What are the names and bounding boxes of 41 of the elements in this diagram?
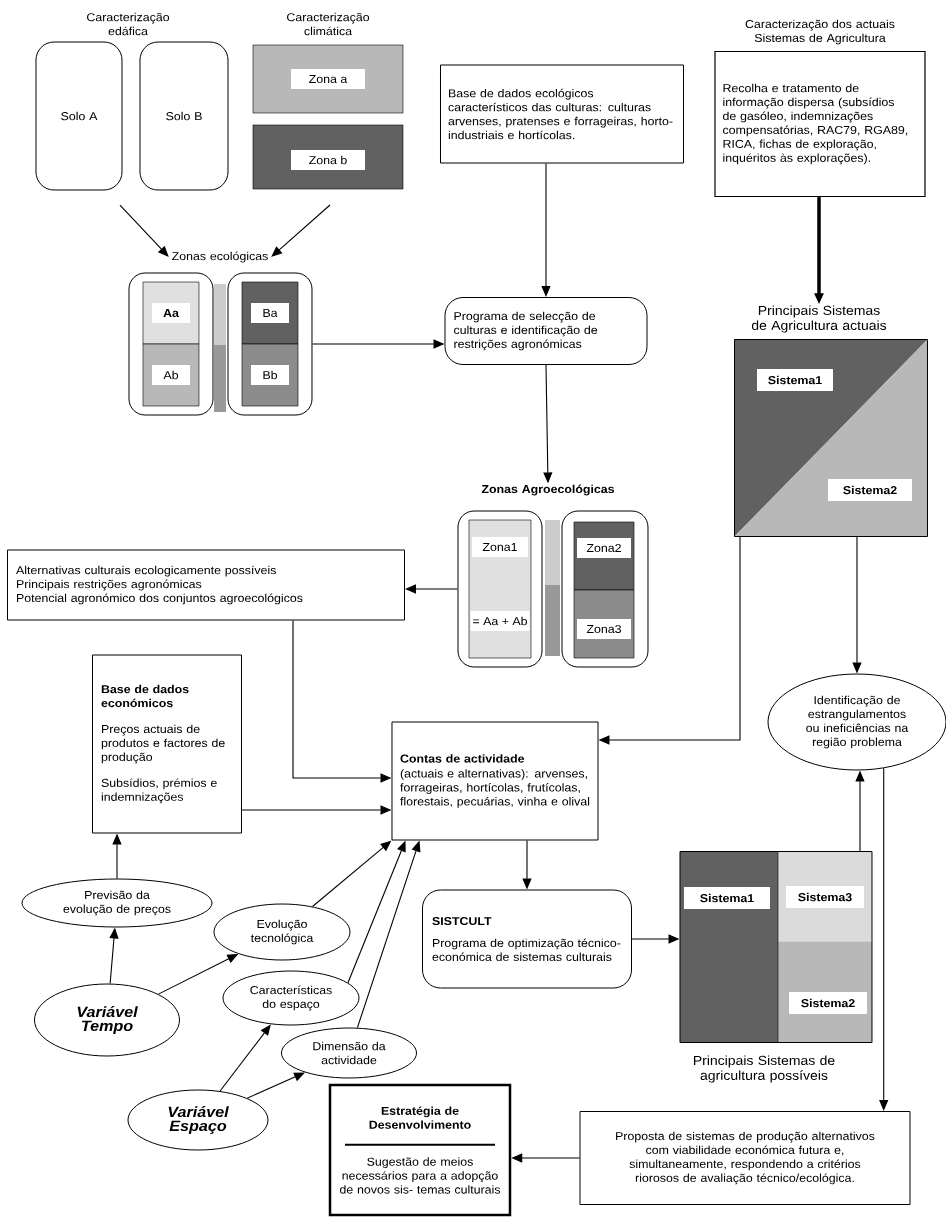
zone-box: Zona a <box>252 44 404 114</box>
database-box: Base de dados económicos Preços actuais de produtos e factores de produção Subsídios, prémios e indemnizações <box>92 654 242 834</box>
zone-box: Zona b <box>252 124 404 190</box>
system-label: Sistema2 <box>828 479 912 501</box>
info-box: Recolha e tratamento de informação dispersa (subsídios de gasóleo, indemnizações compensatórias, RAC79, RGA89, RICA, fichas de exploração, inquéritos às explorações). <box>714 50 926 198</box>
zone-cell: Ba <box>241 281 299 345</box>
zone-outline <box>561 510 649 668</box>
accounts-box: Contas de actividade (actuais e alternativas): arvenses, forrageiras, hortícolas, frutícolas, florestais, pecuárias, vinha e olival <box>391 721 599 841</box>
box-heading: Caracterização dos actuais Sistemas de Agricultura <box>745 19 895 45</box>
group-heading: Zonas ecológicas <box>172 251 268 263</box>
arrow <box>541 162 551 297</box>
system-label: Sistema3 <box>786 886 864 908</box>
zone-outline <box>128 272 214 416</box>
zone-outline <box>227 272 313 416</box>
soil-box: Solo B <box>139 41 229 191</box>
arrow <box>879 767 889 1111</box>
results-box: Alternativas culturais ecologicamente possíveis Principais restrições agronómicas Potencial agronómico dos conjuntos agroecológicos <box>7 549 405 621</box>
program-box: Programa de selecção de culturas e identificação de restrições agronómicas <box>444 297 648 365</box>
system-label: Sistema1 <box>757 369 833 391</box>
zone-cell: Bb <box>241 343 299 407</box>
system-label: Sistema1 <box>684 887 770 909</box>
soil-box: Solo A <box>35 41 123 191</box>
section-heading: Caracterização edáfica <box>87 12 170 36</box>
zone-cell: Zona3 <box>573 589 635 659</box>
arrow <box>271 204 331 257</box>
arrow <box>219 1024 271 1092</box>
proposal-box: Proposta de sistemas de produção alternativos com viabilidade económica futura e, simultaneamente, respondendo a critérios riorosos de avaliação técnico/ecológica. <box>579 1111 911 1205</box>
zone-cell: Zona2 <box>573 521 635 591</box>
zone-cell: Aa <box>142 281 200 345</box>
group-heading: Zonas Agroecológicas <box>481 484 615 496</box>
arrow <box>405 584 459 594</box>
zone-cell: Zona1 = Aa + Ab <box>468 519 532 659</box>
strategy-box: Estratégia de Desenvolvimento Sugestão de meios necessários para a adopção de novos sis- temas culturais <box>328 1083 512 1217</box>
chart-title: Principais Sistemas de Agricultura actuais <box>751 305 887 333</box>
zone-outline <box>457 510 543 668</box>
database-box: Base de dados ecológicos característicos das culturas: culturas arvenses, pratenses e forrageiras, horto-industriais e hortícolas. <box>440 64 684 164</box>
system-label: Sistema2 <box>789 992 867 1014</box>
chart-caption: Principais Sistemas de agricultura possíveis <box>693 1055 835 1083</box>
zone-cell: Ab <box>142 343 200 407</box>
program-box: SISTCULT Programa de optimização técnico-económica de sistemas culturais <box>422 889 632 989</box>
arrow <box>119 204 169 257</box>
